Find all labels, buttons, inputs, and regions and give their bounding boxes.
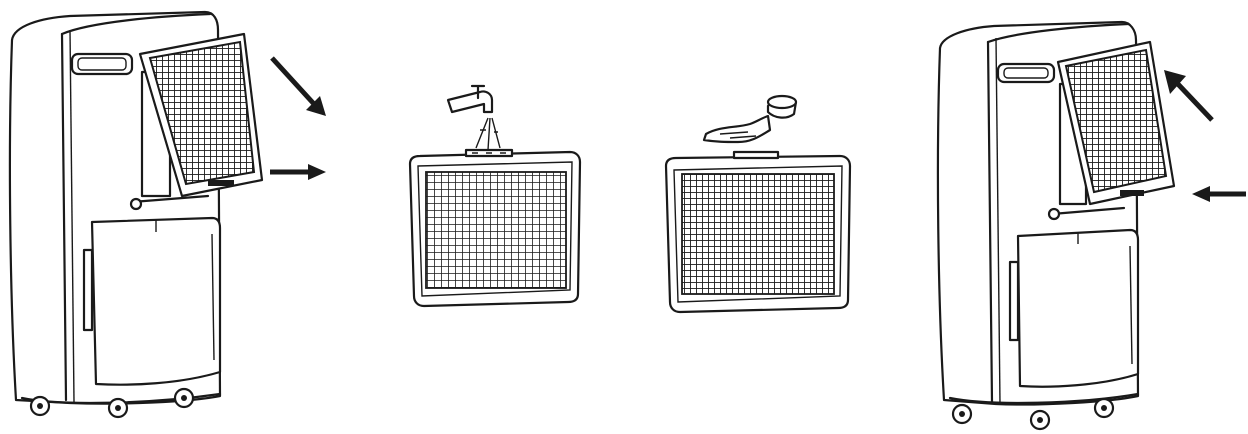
- arrow-in-diagonal-icon: [272, 58, 326, 116]
- pour-dry-filter-icon: [666, 96, 850, 312]
- arrow-in-horizontal-left-icon: [1192, 186, 1246, 202]
- dehumidifier-filter-close-icon: [938, 22, 1174, 429]
- arrow-out-diagonal-icon: [1164, 70, 1212, 120]
- dehumidifier-filter-open-icon: [10, 12, 262, 417]
- faucet-rinse-filter-icon: [410, 86, 580, 306]
- arrow-in-horizontal-icon: [270, 164, 326, 180]
